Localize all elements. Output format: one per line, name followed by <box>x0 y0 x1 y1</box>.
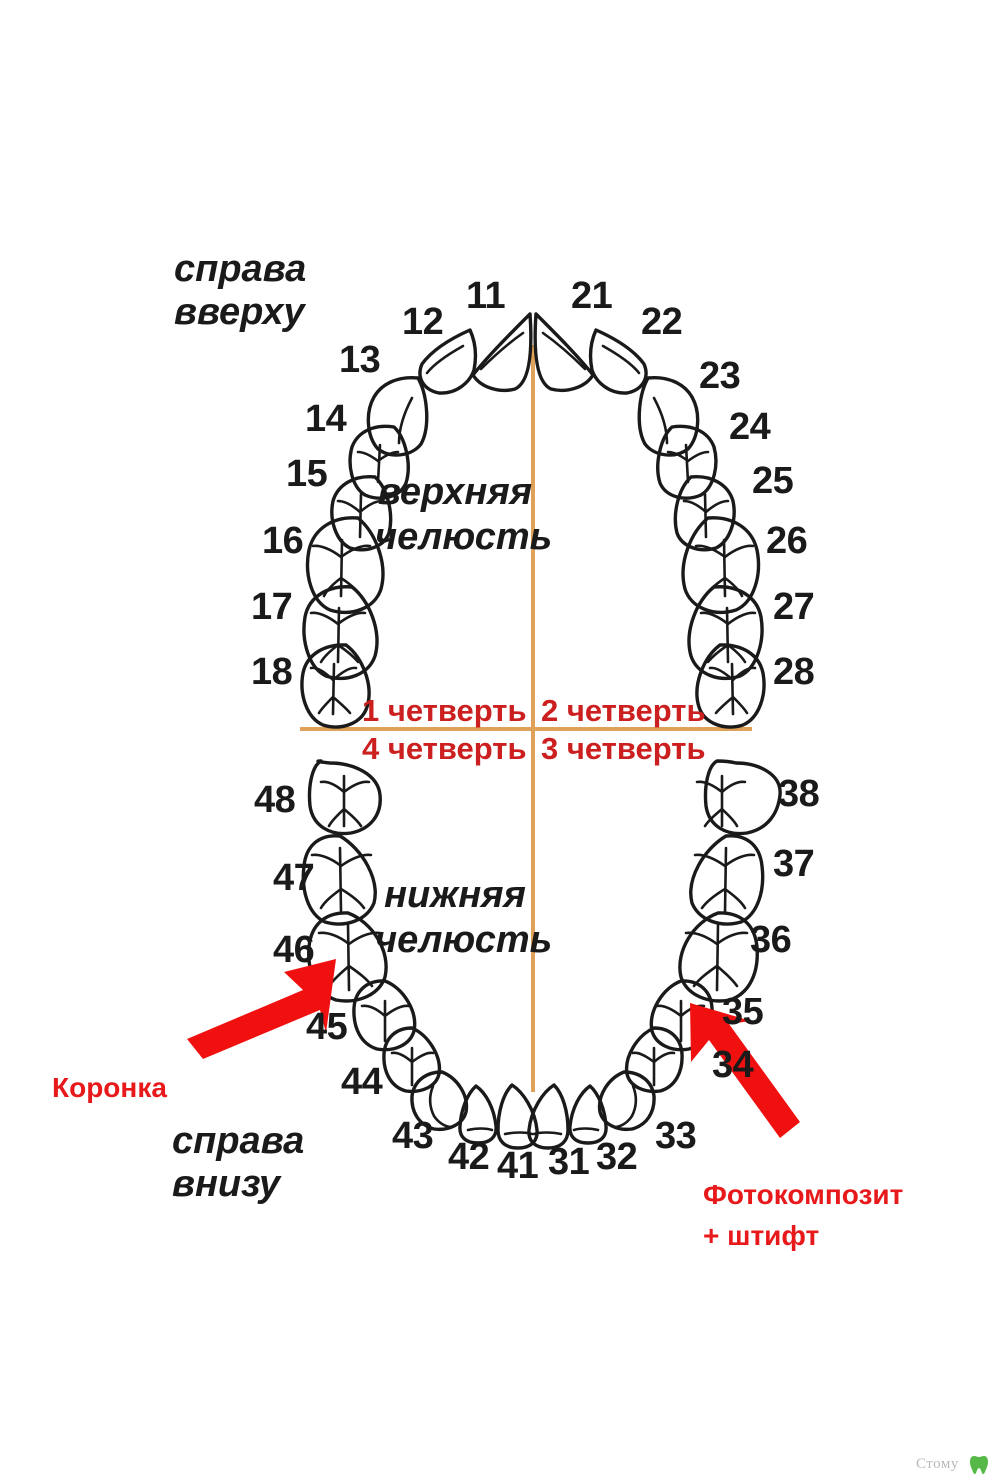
side-note-lower-right: справа внизу <box>172 1120 304 1205</box>
tooth-shape-38 <box>695 759 782 836</box>
watermark-text: Стому <box>916 1456 959 1472</box>
watermark-tooth-icon <box>970 1456 988 1475</box>
tooth-shape-24 <box>656 424 718 500</box>
arrow-to-tooth-35 <box>690 1003 800 1138</box>
tooth-shape-32 <box>568 1084 608 1145</box>
tooth-number-47: 47 <box>273 857 315 899</box>
tooth-number-45: 45 <box>306 1006 348 1048</box>
tooth-number-17: 17 <box>251 586 293 628</box>
tooth-shape-31 <box>527 1083 570 1150</box>
tooth-number-34: 34 <box>712 1044 754 1086</box>
upper-jaw-caption-line1: верхняя <box>377 471 533 513</box>
tooth-number-28: 28 <box>773 651 815 693</box>
tooth-number-21: 21 <box>571 275 613 317</box>
tooth-number-33: 33 <box>655 1115 697 1157</box>
tooth-number-13: 13 <box>339 339 381 381</box>
tooth-shape-22 <box>588 328 648 395</box>
tooth-shape-23 <box>637 375 700 457</box>
tooth-shape-14 <box>348 424 410 500</box>
side-note-upper-right-line1: справа <box>174 248 307 290</box>
lower-jaw-caption-line1: нижняя <box>384 874 526 916</box>
tooth-number-24: 24 <box>729 406 771 448</box>
tooth-number-43: 43 <box>392 1115 434 1157</box>
quadrant-label-1: 1 четверть <box>362 693 527 728</box>
quadrant-label-4: 4 четверть <box>362 731 527 766</box>
lower-jaw-caption-line2: челюсть <box>375 918 553 961</box>
tooth-shape-15 <box>330 475 393 552</box>
tooth-shape-48 <box>307 759 382 836</box>
tooth-number-18: 18 <box>251 651 293 693</box>
tooth-number-16: 16 <box>262 520 304 562</box>
lower-jaw-caption: нижняя челюсть <box>375 873 553 963</box>
quadrant-label-3: 3 четверть <box>541 731 706 766</box>
tooth-shape-16 <box>305 516 385 615</box>
tooth-shape-11 <box>471 312 533 393</box>
quadrant-label-2: 2 четверть <box>541 693 706 728</box>
tooth-shape-27 <box>687 585 764 681</box>
tooth-number-12: 12 <box>402 301 444 343</box>
annotation-composite-line2: + штифт <box>703 1219 820 1251</box>
tooth-number-22: 22 <box>641 301 683 343</box>
tooth-shape-47 <box>301 834 377 926</box>
tooth-number-32: 32 <box>596 1136 638 1178</box>
tooth-number-15: 15 <box>286 453 328 495</box>
tooth-shape-45 <box>352 979 417 1052</box>
annotation-composite-line1: Фотокомпозит <box>703 1179 904 1210</box>
tooth-shape-42 <box>458 1084 498 1145</box>
tooth-number-41: 41 <box>497 1145 539 1187</box>
tooth-number-48: 48 <box>254 779 296 821</box>
tooth-shape-35 <box>649 979 714 1052</box>
tooth-number-26: 26 <box>766 520 808 562</box>
tooth-shape-26 <box>681 516 761 615</box>
tooth-number-25: 25 <box>752 460 794 502</box>
tooth-number-42: 42 <box>448 1136 490 1178</box>
tooth-number-36: 36 <box>750 919 792 961</box>
tooth-shape-43 <box>410 1070 469 1132</box>
tooth-shape-28 <box>695 643 766 729</box>
annotation-composite-label: Фотокомпозит + штифт <box>703 1175 903 1256</box>
tooth-shape-12 <box>418 328 478 395</box>
tooth-shape-46 <box>307 911 388 1003</box>
tooth-number-11: 11 <box>466 275 506 317</box>
tooth-shape-21 <box>533 312 595 393</box>
tooth-shape-37 <box>689 834 765 926</box>
upper-jaw-caption-line2: челюсть <box>375 515 553 558</box>
tooth-shape-18 <box>300 643 371 729</box>
arrow-to-tooth-46 <box>187 959 336 1059</box>
tooth-shape-13 <box>366 375 429 457</box>
tooth-number-46: 46 <box>273 929 315 971</box>
tooth-shape-17 <box>302 585 379 681</box>
tooth-number-38: 38 <box>778 773 820 815</box>
tooth-shape-44 <box>382 1026 442 1094</box>
tooth-number-35: 35 <box>722 991 764 1033</box>
side-note-upper-right: справа вверху <box>174 248 306 333</box>
side-note-lower-right-line1: справа <box>172 1120 305 1162</box>
tooth-shape-34 <box>624 1026 684 1094</box>
tooth-number-44: 44 <box>341 1061 383 1103</box>
upper-jaw-caption: верхняя челюсть <box>375 470 553 560</box>
tooth-shape-36 <box>678 911 759 1003</box>
tooth-number-31: 31 <box>548 1141 590 1183</box>
side-note-upper-right-line2: вверху <box>174 290 305 333</box>
tooth-number-37: 37 <box>773 843 815 885</box>
side-note-lower-right-line2: внизу <box>172 1162 281 1205</box>
tooth-shape-25 <box>673 475 736 552</box>
annotation-crown-label: Коронка <box>52 1072 167 1103</box>
tooth-number-27: 27 <box>773 586 815 628</box>
tooth-number-14: 14 <box>305 398 347 440</box>
tooth-number-23: 23 <box>699 355 741 397</box>
tooth-shape-33 <box>597 1070 656 1132</box>
